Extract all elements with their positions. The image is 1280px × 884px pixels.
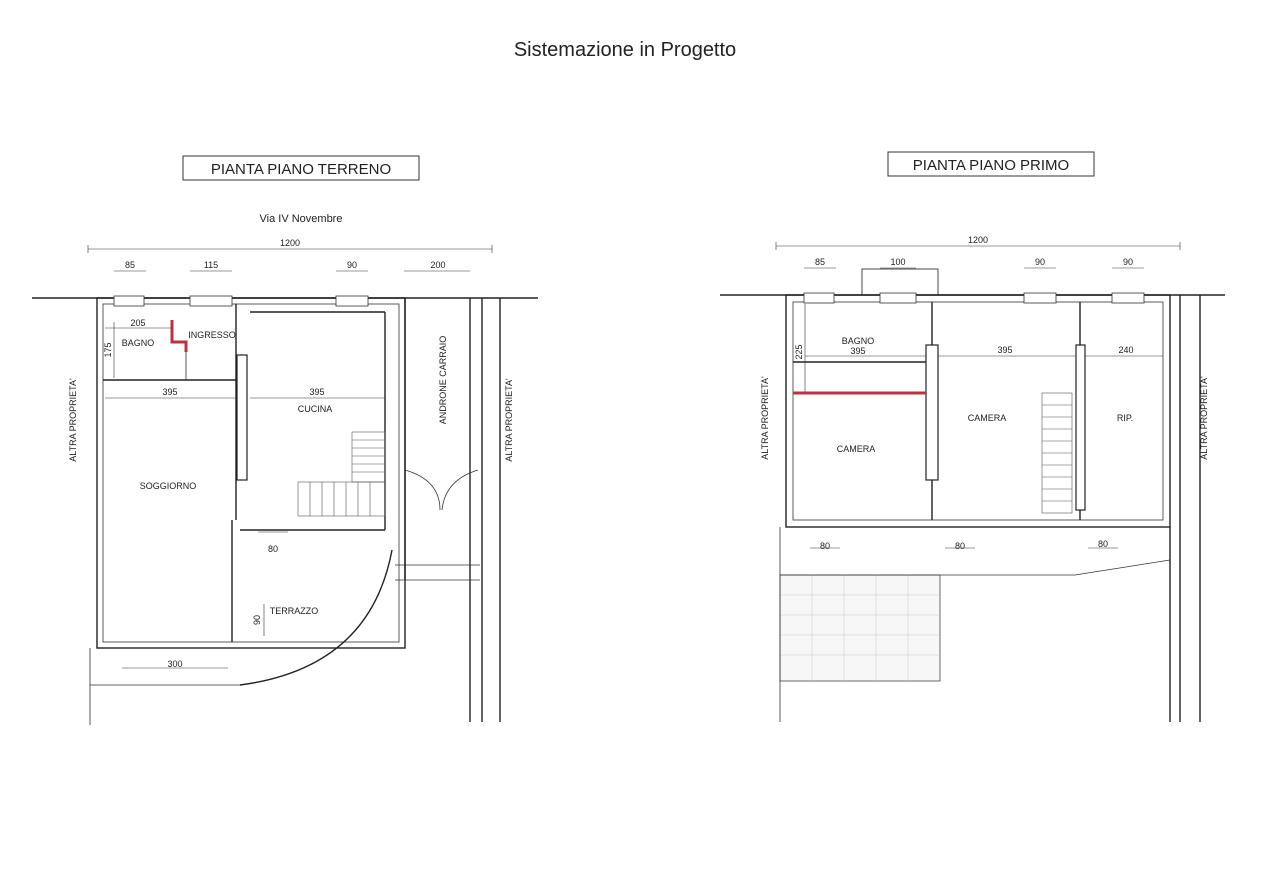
first-dim-80c: 80 (1098, 539, 1108, 549)
first-room-camera-2: CAMERA (968, 413, 1007, 423)
first-room-camera-1: CAMERA (837, 444, 876, 454)
first-dim-total: 1200 (968, 235, 988, 245)
ground-altra-right: ALTRA PROPRIETA' (504, 378, 514, 462)
first-altra-right: ALTRA PROPRIETA' (1199, 376, 1209, 460)
ground-dim-85: 85 (125, 260, 135, 270)
ground-heading: PIANTA PIANO TERRENO (211, 161, 391, 178)
ground-dim-terr-90: 90 (252, 615, 262, 625)
ground-heading-box (182, 155, 420, 181)
first-dim-90a: 90 (1035, 257, 1045, 267)
first-room-bagno: BAGNO (842, 336, 875, 346)
first-dim-90b: 90 (1123, 257, 1133, 267)
first-dim-240: 240 (1118, 345, 1133, 355)
first-stairs (1041, 392, 1073, 514)
ground-dim-total: 1200 (280, 238, 300, 248)
ground-dim-bagno-h: 175 (103, 342, 113, 357)
first-dim-225: 225 (794, 344, 804, 359)
ground-dim-sogg-w: 395 (162, 387, 177, 397)
ground-outer-walls (96, 297, 406, 649)
ground-room-soggiorno: SOGGIORNO (140, 481, 197, 491)
ground-dim-200: 200 (430, 260, 445, 270)
first-heading-box (887, 151, 1095, 177)
first-outer-walls (785, 294, 1171, 528)
ground-altra-left: ALTRA PROPRIETA' (68, 378, 78, 462)
ground-room-ingresso: INGRESSO (188, 330, 236, 340)
first-dim-395a: 395 (850, 346, 865, 356)
ground-room-bagno: BAGNO (122, 338, 155, 348)
first-roof-area (779, 574, 941, 682)
ground-dim-bagno-w: 205 (130, 318, 145, 328)
first-floor-plan: PIANTA PIANO PRIMO 1200 85 100 90 90 (720, 151, 1225, 722)
first-dim-395b: 395 (997, 345, 1012, 355)
ground-dim-door-80: 80 (268, 544, 278, 554)
ground-dim-115: 115 (204, 260, 218, 270)
sheet-title: Sistemazione in Progetto (514, 39, 736, 61)
first-dim-80b: 80 (955, 541, 965, 551)
first-heading: PIANTA PIANO PRIMO (913, 157, 1069, 174)
ground-room-androne: ANDRONE CARRAIO (438, 336, 448, 425)
first-dim-80a: 80 (820, 541, 830, 551)
ground-room-terrazzo: TERRAZZO (270, 606, 319, 616)
ground-dim-300: 300 (167, 659, 182, 669)
ground-floor-plan: PIANTA PIANO TERRENO Via IV Novembre 120… (32, 155, 538, 725)
first-altra-left: ALTRA PROPRIETA' (760, 376, 770, 460)
first-dim-100: 100 (890, 257, 905, 267)
street-label: Via IV Novembre (260, 213, 343, 225)
ground-dim-cuc-w: 395 (309, 387, 324, 397)
ground-room-cucina: CUCINA (298, 404, 333, 414)
first-dim-85: 85 (815, 257, 825, 267)
ground-dim-90: 90 (347, 260, 357, 270)
first-room-rip: RIP. (1117, 413, 1133, 423)
ground-stairs (297, 431, 386, 517)
